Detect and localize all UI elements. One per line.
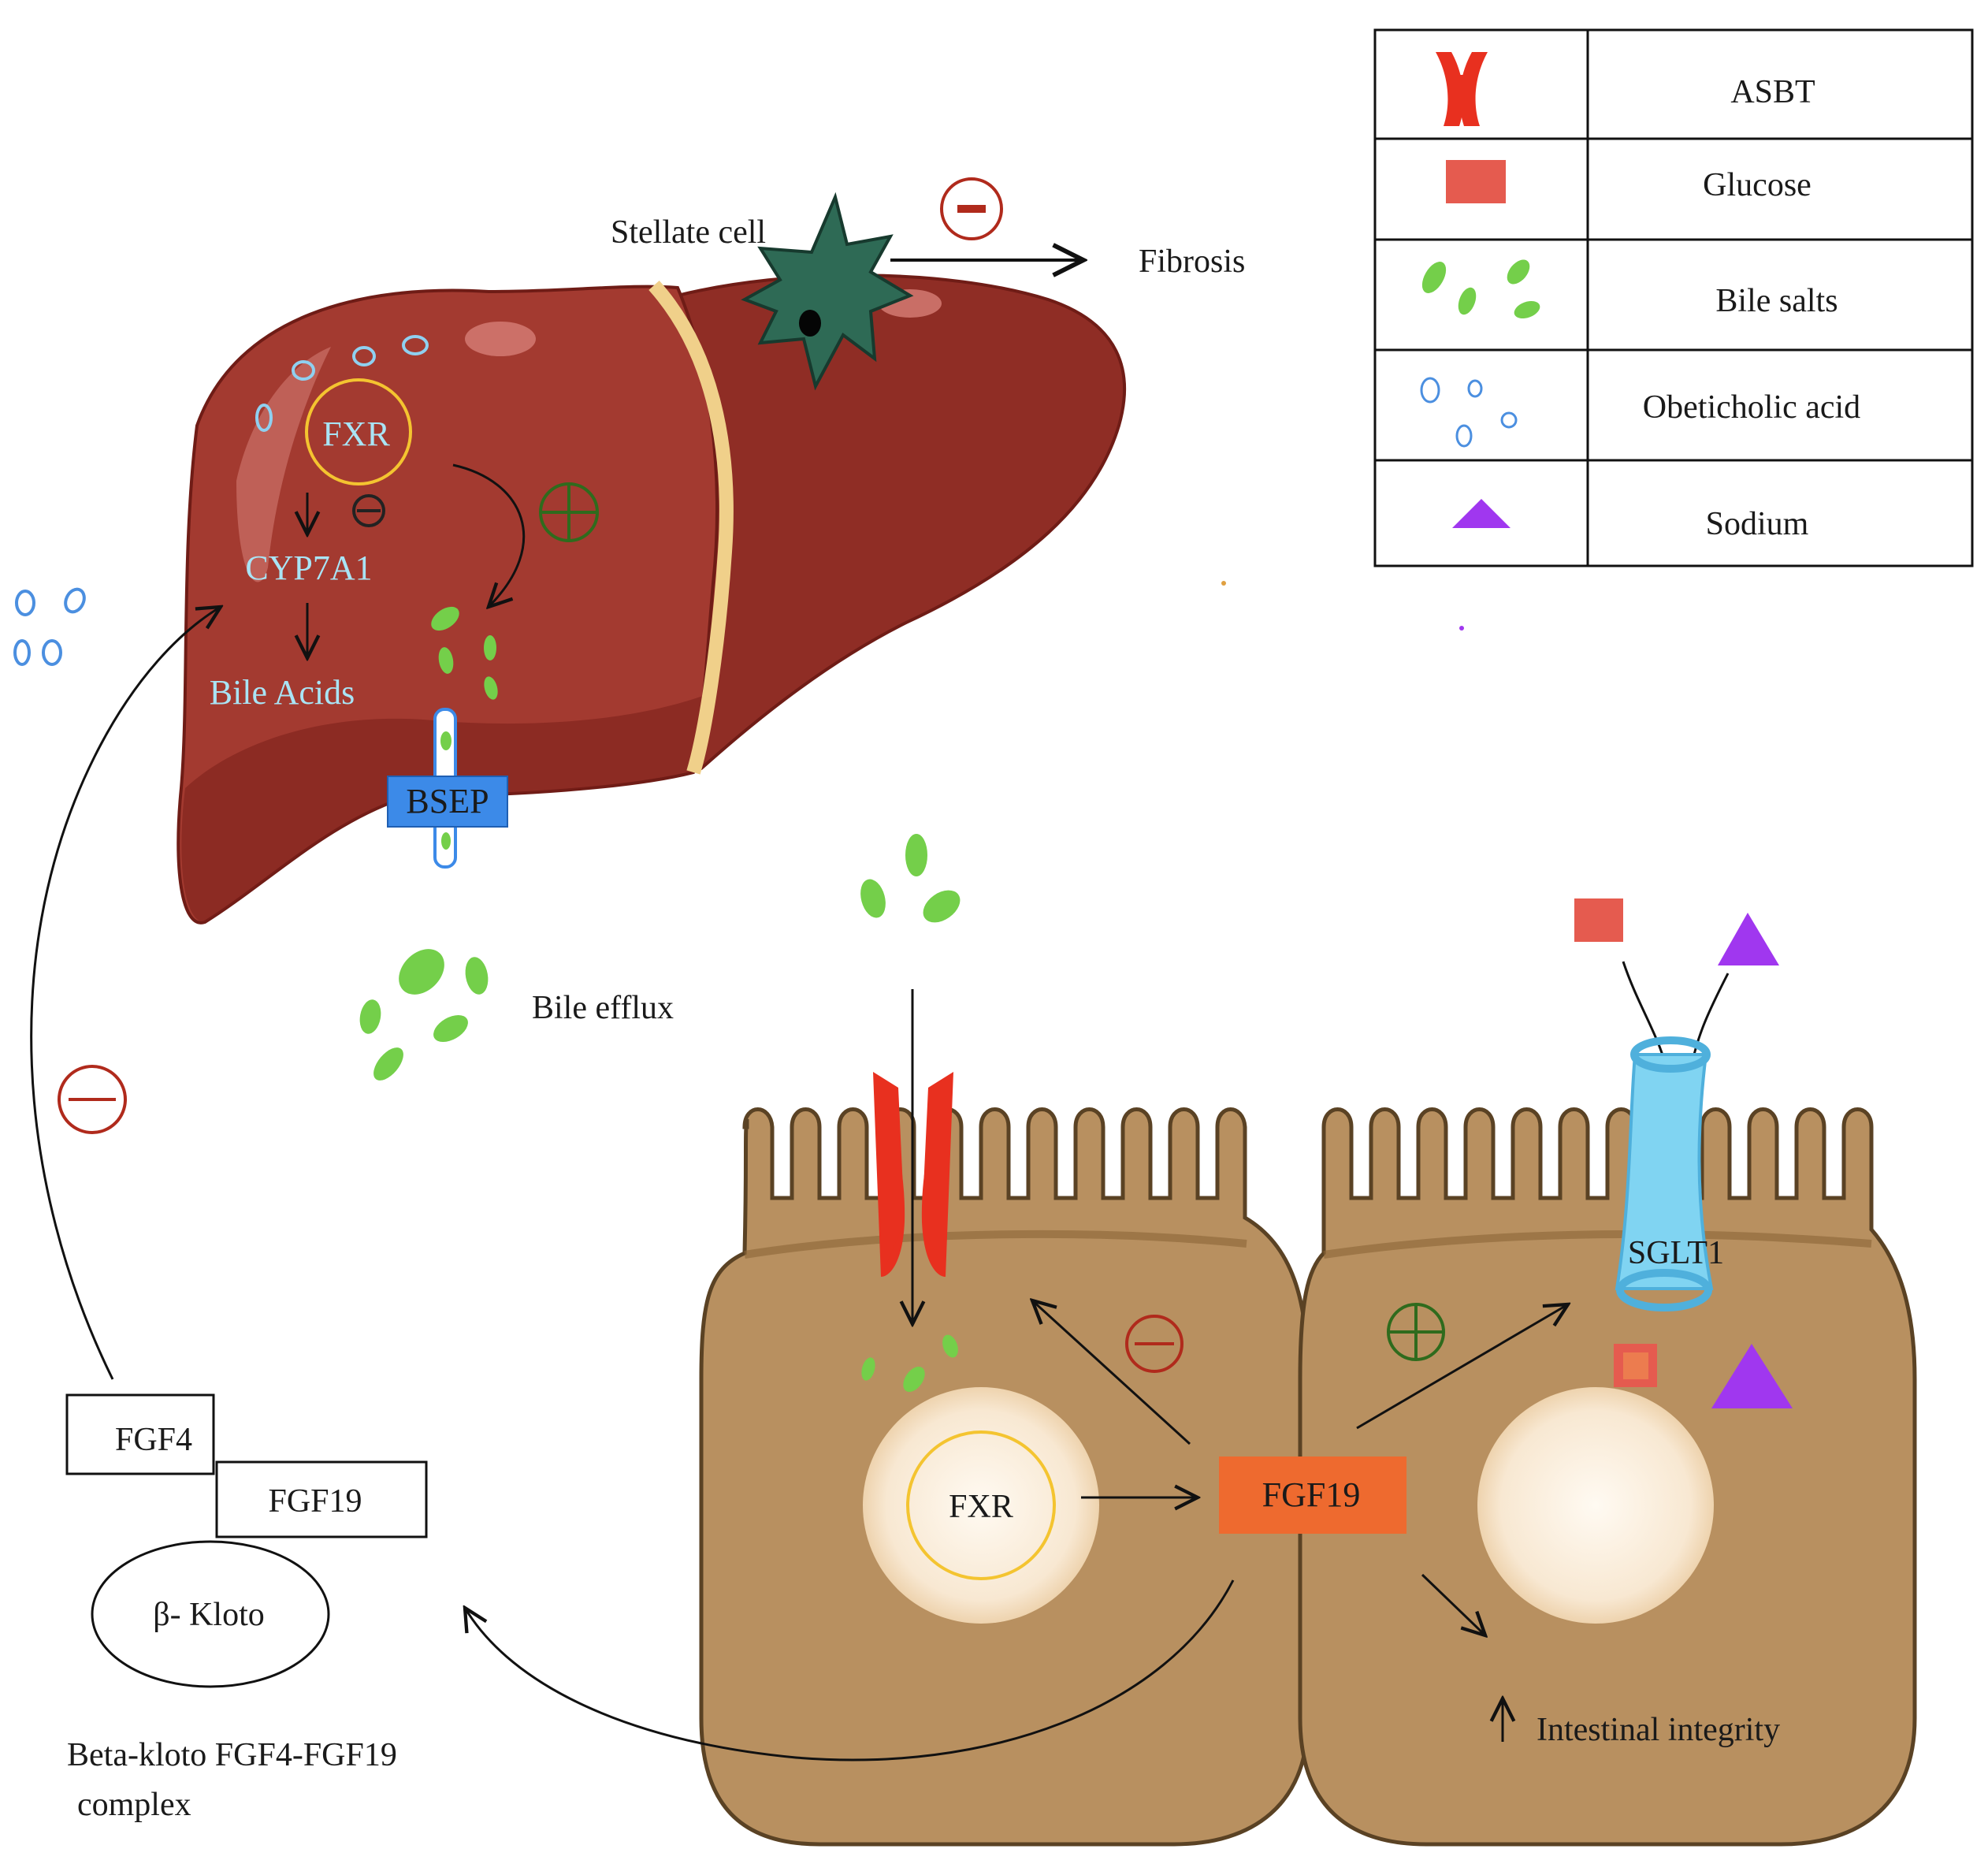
stellate-cell (741, 192, 914, 391)
bsep-label: BSEP (406, 782, 489, 820)
fgf19-to-complex-arrow (465, 1579, 1235, 1762)
bsep-activation-plus-icon (539, 482, 599, 542)
liver-right-lobe (670, 273, 1127, 772)
fgf19-to-integrity-arrow (1421, 1573, 1485, 1635)
obeticholic-acid-free (13, 587, 86, 666)
enterocyte-right-nucleus (1477, 1387, 1714, 1624)
stray-dot-orange (1221, 581, 1226, 586)
bile-salts-liver (431, 606, 498, 700)
sglt1-activation-plus-icon (1387, 1303, 1445, 1361)
legend-label-obeticholic-acid: Obeticholic acid (1643, 389, 1860, 426)
enterocyte-right-brush-border (1323, 1230, 1872, 1259)
bsep-transporter: BSEP (387, 708, 508, 869)
bile-acids-label: Bile Acids (210, 673, 355, 712)
asbt-inhibition-icon (1125, 1315, 1184, 1373)
stray-dot-purple (1459, 626, 1464, 631)
bile-salts-icon (1421, 259, 1540, 319)
sglt1-label: SGLT1 (1628, 1235, 1724, 1271)
fxr-liver-label: FXR (322, 415, 390, 453)
legend-label-asbt: ASBT (1730, 74, 1815, 110)
liver-lower-shadow (181, 694, 709, 922)
beta-kloto-label: β- Kloto (153, 1597, 265, 1633)
enterocyte-right (1298, 1107, 1917, 1847)
fibrosis-label: Fibrosis (1139, 244, 1245, 280)
obeticholic-acid-icon (1420, 377, 1518, 448)
complex-caption-line1: Beta-kloto FGF4-FGF19 (67, 1737, 397, 1773)
bile-efflux-salts (359, 949, 489, 1081)
fgf19-box (1219, 1456, 1406, 1534)
asbt-icon (1436, 52, 1488, 126)
cyp7a1-suppression-icon (58, 1065, 127, 1134)
legend: ASBT Glucose Bile salts Obeticholic acid… (1373, 28, 1974, 567)
glucose-icon (1446, 160, 1506, 203)
legend-label-sodium: Sodium (1706, 506, 1809, 542)
fgf19-inhibits-asbt-arrow (1032, 1300, 1191, 1445)
liver (177, 273, 1127, 924)
fgf19-activates-sglt1-arrow (1356, 1304, 1568, 1430)
complex-caption-line2: complex (77, 1787, 191, 1823)
complex-to-liver-arrow (30, 607, 221, 1380)
sodium-lumen (1718, 913, 1779, 965)
legend-label-bile-salts: Bile salts (1715, 283, 1838, 319)
stellate-cell-label: Stellate cell (611, 214, 766, 251)
bile-salts-lumen (860, 834, 961, 923)
asbt-transporter (873, 1072, 953, 1277)
stellate-nucleus (799, 310, 821, 337)
sodium-icon (1452, 499, 1511, 528)
fgf19-complex-box (215, 1460, 428, 1538)
fxr-intestine-ring (906, 1430, 1056, 1580)
intestinal-integrity-label: Intestinal integrity (1537, 1712, 1780, 1748)
enterocyte-left-brush-border (744, 1230, 1247, 1259)
fgf4-label: FGF4 (115, 1422, 192, 1458)
enterocyte-left-nucleus (863, 1387, 1099, 1624)
sodium-intracellular (1711, 1344, 1793, 1408)
glucose-lumen (1574, 898, 1623, 942)
sglt1-transporter (1615, 1036, 1714, 1311)
fxr-intestine-label: FXR (949, 1489, 1013, 1525)
fgf19-complex-label: FGF19 (268, 1483, 362, 1520)
beta-kloto-ellipse (91, 1540, 330, 1688)
liver-highlight (236, 347, 331, 582)
cyp7a1-label: CYP7A1 (245, 549, 372, 587)
legend-label-glucose: Glucose (1703, 167, 1811, 203)
bile-efflux-label: Bile efflux (532, 990, 674, 1026)
obeticholic-acid-liver (255, 335, 429, 432)
fxr-to-bile-salts-arrow (452, 463, 526, 607)
fxr-liver-ring (305, 378, 412, 485)
cyp7a1-inhibition-icon (352, 494, 385, 527)
fgf19-intestine-label: FGF19 (1262, 1475, 1361, 1514)
enterocyte-left (699, 1107, 1310, 1847)
fgf4-box (65, 1393, 215, 1475)
falciform-ligament (648, 280, 734, 775)
bile-salts-enterocyte (861, 1334, 958, 1393)
fibrosis-inhibition-icon (940, 177, 1003, 240)
bsep-box (387, 776, 508, 828)
liver-highlight-top (465, 322, 536, 356)
